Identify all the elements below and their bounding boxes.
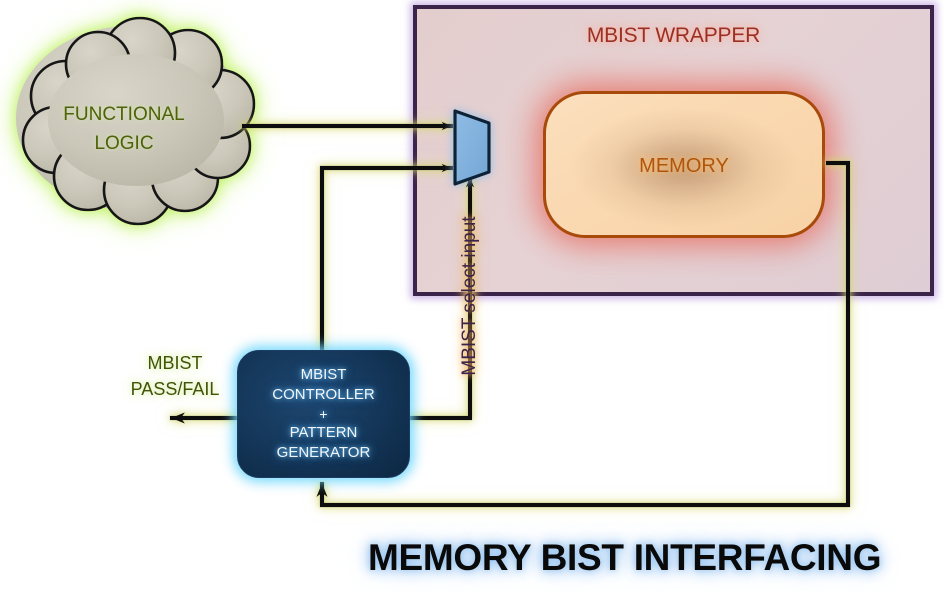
mbist-select-input-label: MBIST select input [459, 216, 480, 376]
functional-logic-label-line2: LOGIC [94, 133, 154, 154]
mbist-pass-fail-label: MBIST PASS/FAIL [113, 350, 237, 402]
mbist-controller-line-2: CONTROLLER [272, 386, 375, 403]
wire-memory-output-to-controller [316, 160, 851, 508]
functional-logic-label: FUNCTIONAL LOGIC [26, 100, 222, 158]
wire-select-input-to-mux [407, 175, 475, 421]
mbist-controller-line-3: + [319, 406, 328, 422]
wire-controller-to-mux [319, 163, 454, 353]
mbist-controller-line-5: GENERATOR [276, 444, 371, 461]
mbist-controller-block: MBIST CONTROLLER + PATTERN GENERATOR [237, 350, 410, 478]
mbist-pass-fail-label-line2: PASS/FAIL [130, 379, 220, 399]
memory-block-label: MEMORY [639, 155, 729, 177]
mbist-controller-line-4: PATTERN [289, 424, 358, 441]
mux-trapezoid [453, 109, 491, 186]
diagram-title: MEMORY BIST INTERFACING [368, 537, 882, 578]
functional-logic-label-line1: FUNCTIONAL [63, 104, 185, 125]
memory-block [543, 91, 825, 238]
mbist-wrapper-title: MBIST WRAPPER [586, 24, 761, 47]
functional-logic-cloud [16, 16, 256, 226]
mbist-pass-fail-label-line1: MBIST [147, 353, 203, 373]
mbist-controller-line-1: MBIST [300, 366, 347, 383]
